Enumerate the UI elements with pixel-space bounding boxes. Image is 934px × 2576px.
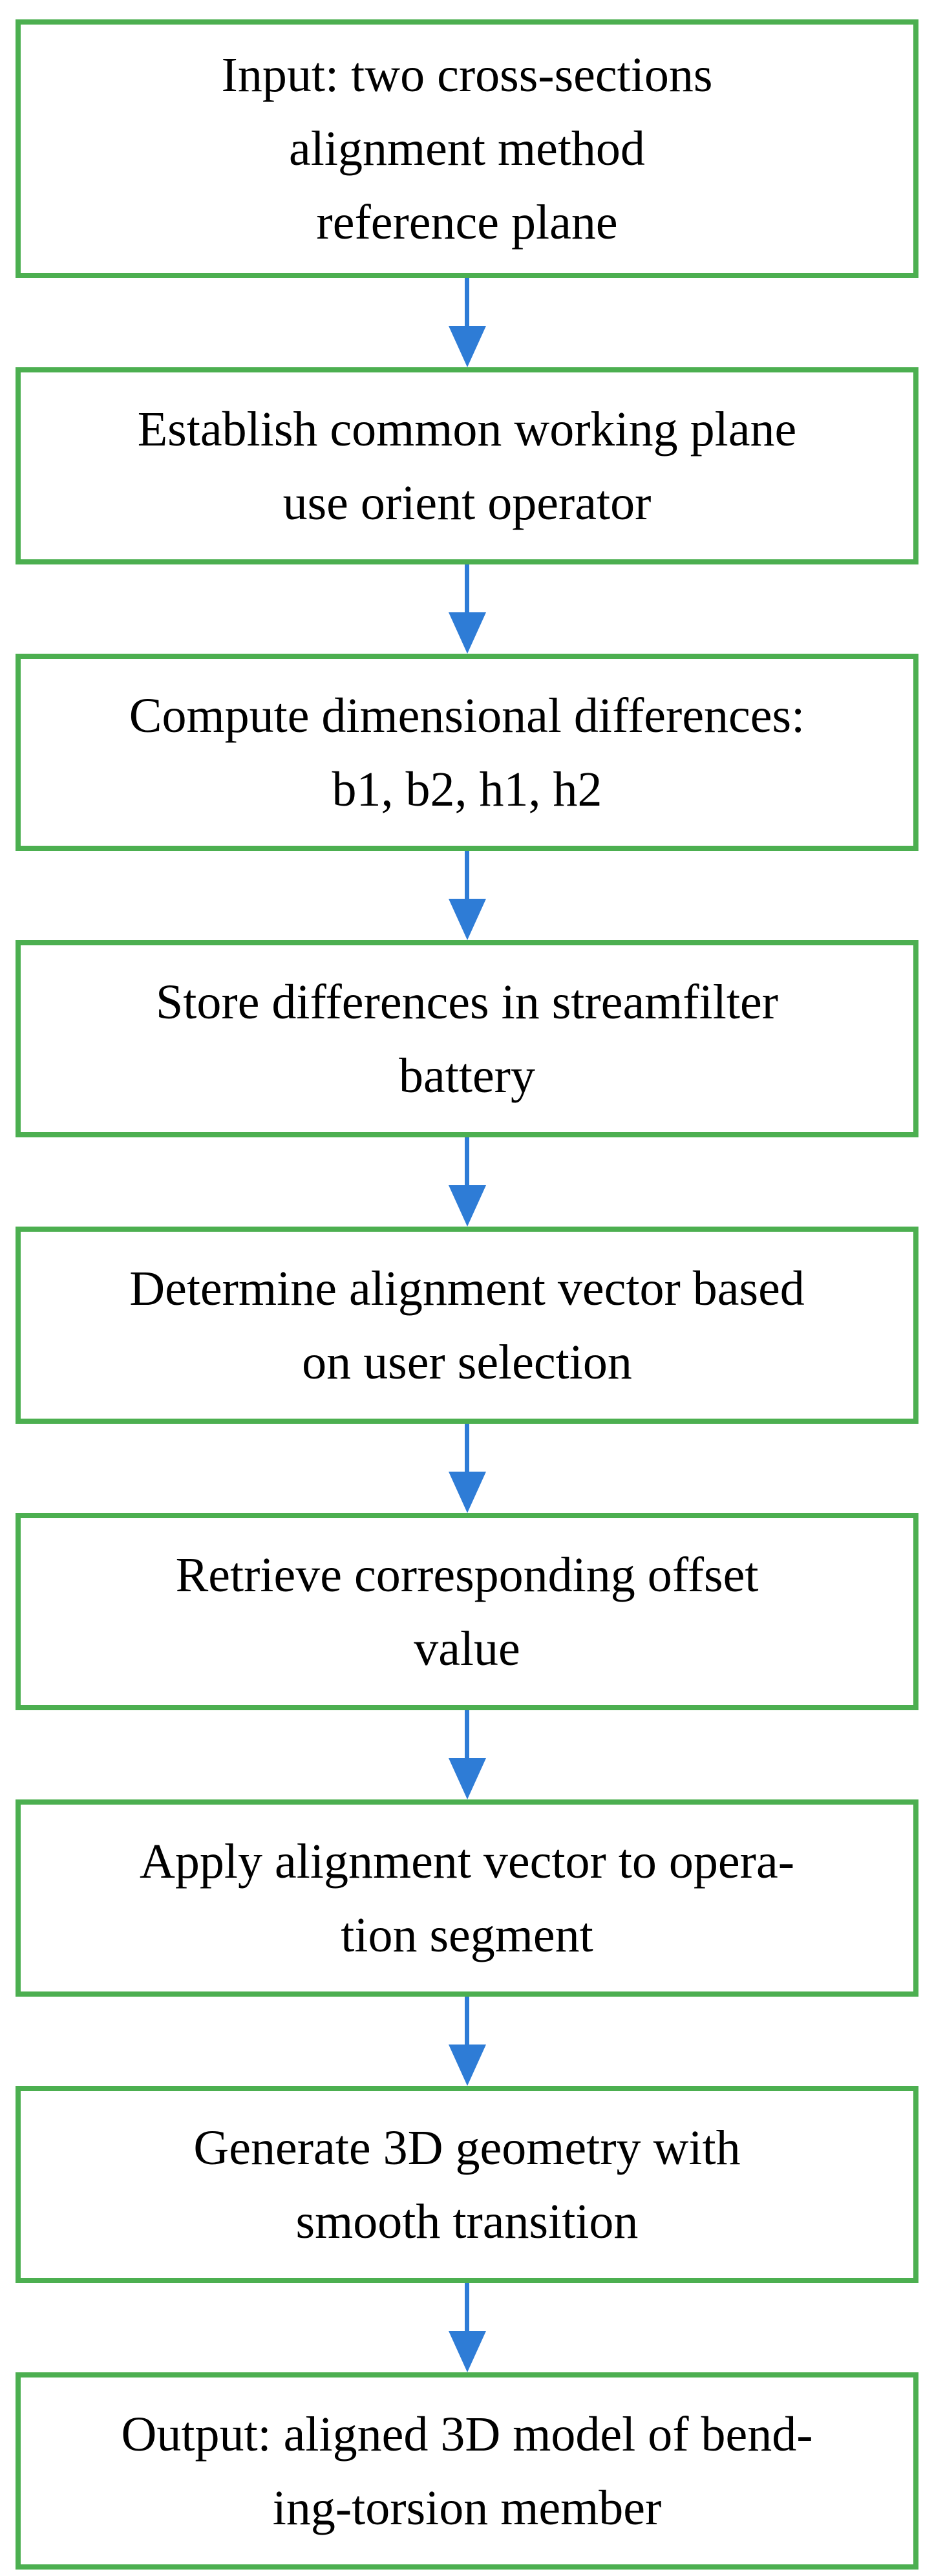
arrow-line [465, 1710, 469, 1759]
step-text-line: Generate 3D geometry with [193, 2120, 741, 2175]
arrow-down-icon [448, 612, 486, 654]
arrow-line [465, 278, 469, 327]
step-text-line: tion segment [341, 1907, 593, 1962]
arrow-line [465, 851, 469, 900]
flowchart-step: Apply alignment vector to opera-tion seg… [16, 1799, 918, 1997]
step-text-line: Compute dimensional differences: [129, 688, 805, 743]
arrow-down-icon [448, 1758, 486, 1799]
step-text-line: value [414, 1621, 520, 1676]
step-text-line: ing-torsion member [272, 2480, 662, 2535]
flowchart-step: Output: aligned 3D model of bend-ing-tor… [16, 2372, 918, 2570]
arrow-line [465, 564, 469, 614]
flow-connector [448, 1710, 486, 1799]
step-text-line: battery [398, 1048, 535, 1103]
step-text-line: Establish common working plane [137, 402, 797, 456]
step-text-line: alignment method [289, 122, 645, 176]
step-text-line: Store differences in streamfilter [156, 974, 778, 1029]
arrow-down-icon [448, 2331, 486, 2372]
arrow-down-icon [448, 899, 486, 940]
flow-connector [448, 851, 486, 940]
step-text-line: Input: two cross-sections [221, 48, 713, 102]
step-text-line: b1, b2, h1, h2 [332, 762, 602, 817]
flowchart-step: Establish common working plane use orient… [16, 367, 918, 564]
flowchart-step: Determine alignment vector based on user … [16, 1227, 918, 1424]
arrow-down-icon [448, 326, 486, 367]
flowchart-step: Input: two cross-sections alignment metho… [16, 19, 918, 278]
flow-connector [448, 2283, 486, 2372]
flowchart-step: Compute dimensional differences: b1, b2, … [16, 654, 918, 851]
flow-connector [448, 1997, 486, 2086]
arrow-line [465, 1424, 469, 1473]
flow-connector [448, 564, 486, 654]
flow-connector [448, 1424, 486, 1513]
arrow-line [465, 1997, 469, 2046]
flow-connector [448, 278, 486, 367]
arrow-down-icon [448, 2045, 486, 2086]
step-text-line: Retrieve corresponding offset [175, 1547, 759, 1602]
step-text-line: Output: aligned 3D model of bend- [121, 2407, 813, 2462]
arrow-down-icon [448, 1472, 486, 1513]
arrow-line [465, 2283, 469, 2332]
flow-connector [448, 1137, 486, 1227]
step-text-line: smooth transition [295, 2194, 639, 2249]
flowchart-step: Generate 3D geometry with smooth transiti… [16, 2086, 918, 2283]
step-text-line: use orient operator [282, 475, 652, 530]
flowchart-step: Store differences in streamfilter battery [16, 940, 918, 1137]
step-text-line: reference plane [316, 195, 618, 250]
arrow-line [465, 1137, 469, 1186]
step-text-line: Apply alignment vector to opera- [139, 1834, 794, 1889]
step-text-line: Determine alignment vector based [129, 1261, 805, 1316]
step-text-line: on user selection [302, 1335, 632, 1390]
flowchart-step: Retrieve corresponding offset value [16, 1513, 918, 1710]
arrow-down-icon [448, 1185, 486, 1227]
